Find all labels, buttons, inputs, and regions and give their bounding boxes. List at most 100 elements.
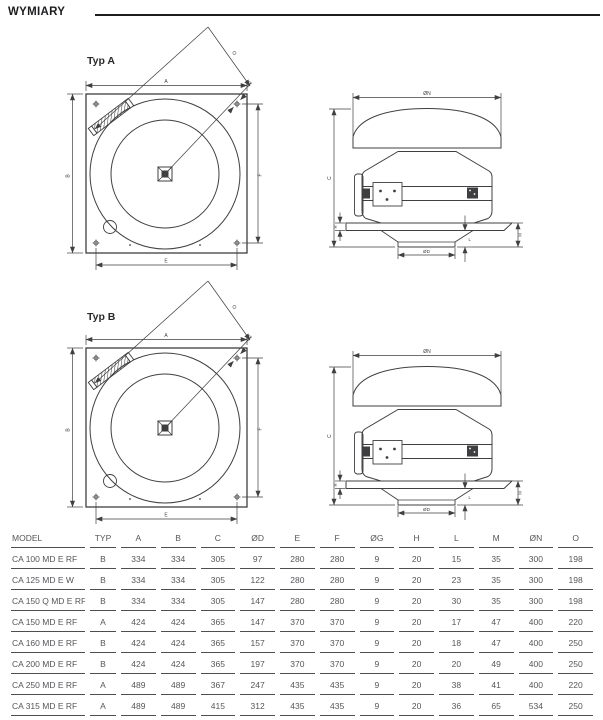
dimension-f: F — [242, 103, 264, 244]
value-cell: 370 — [280, 632, 315, 653]
value-cell: 9 — [359, 548, 395, 569]
value-cell: 489 — [160, 674, 196, 695]
column-header-6: E — [280, 531, 315, 548]
model-cell: CA 100 MD E RF — [11, 548, 85, 569]
value-cell: 280 — [280, 569, 315, 590]
dimension-a: A — [85, 333, 248, 345]
value-cell: 20 — [399, 590, 434, 611]
value-cell: 147 — [240, 611, 275, 632]
heading-rule — [95, 14, 600, 16]
dim-label-a: A — [164, 79, 168, 85]
base-plate-side — [345, 480, 514, 506]
dimension-e: E — [95, 248, 238, 270]
typ-a-top-view-drawing: A B E F O ØG — [66, 26, 264, 270]
value-cell: 370 — [319, 611, 355, 632]
value-cell: 35 — [478, 548, 514, 569]
fan-body — [354, 409, 493, 482]
dimension-n: ØN — [352, 91, 502, 136]
dim-label-f: F — [258, 427, 264, 430]
value-cell: 365 — [200, 653, 236, 674]
value-cell: 334 — [121, 548, 156, 569]
value-cell: 41 — [478, 674, 514, 695]
typ-a-side-view-drawing: ØN C ØD H L M — [327, 91, 523, 262]
value-cell: 36 — [439, 695, 474, 716]
value-cell: 489 — [160, 695, 196, 716]
value-cell: 435 — [280, 674, 315, 695]
value-cell: 20 — [399, 695, 434, 716]
dimension-diagonal-o: O — [94, 26, 251, 130]
rain-cowl — [352, 107, 502, 149]
model-cell: CA 160 MD E RF — [11, 632, 85, 653]
value-cell: 247 — [240, 674, 275, 695]
value-cell: 97 — [240, 548, 275, 569]
value-cell: 9 — [359, 653, 395, 674]
base-plate — [85, 93, 248, 254]
value-cell: 424 — [160, 653, 196, 674]
junction-box — [372, 440, 403, 465]
value-cell: 147 — [240, 590, 275, 611]
dim-label-d: ØD — [423, 249, 431, 254]
dim-label-a: A — [164, 333, 168, 339]
model-cell: CA 250 MD E RF — [11, 674, 85, 695]
value-cell: 65 — [478, 695, 514, 716]
column-header-1: TYP — [90, 531, 116, 548]
value-cell: 157 — [240, 632, 275, 653]
value-cell: 20 — [399, 674, 434, 695]
dim-label-l: L — [469, 495, 472, 500]
value-cell: 280 — [319, 569, 355, 590]
model-cell: CA 150 Q MD E RF — [11, 590, 85, 611]
value-cell: 220 — [558, 674, 593, 695]
value-cell: 424 — [121, 611, 156, 632]
column-header-4: C — [200, 531, 236, 548]
value-cell: 305 — [200, 548, 236, 569]
value-cell: 435 — [319, 695, 355, 716]
value-cell: 280 — [319, 590, 355, 611]
value-cell: A — [90, 674, 116, 695]
dimension-e: E — [95, 502, 238, 524]
dim-label-o-diagonal: O — [230, 304, 237, 311]
dim-label-e: E — [164, 259, 168, 265]
value-cell: 424 — [160, 632, 196, 653]
column-header-2: A — [121, 531, 156, 548]
dimension-m: M — [471, 480, 523, 506]
dimension-m: M — [471, 222, 523, 248]
dim-label-h: H — [333, 225, 338, 228]
value-cell: 334 — [160, 569, 196, 590]
value-cell: 197 — [240, 653, 275, 674]
column-header-13: O — [558, 531, 593, 548]
value-cell: 400 — [518, 611, 554, 632]
value-cell: 38 — [439, 674, 474, 695]
dimension-og: ØG — [164, 80, 253, 175]
dim-label-f: F — [258, 173, 264, 176]
value-cell: 23 — [439, 569, 474, 590]
value-cell: 49 — [478, 653, 514, 674]
value-cell: 400 — [518, 632, 554, 653]
mounting-holes — [92, 354, 241, 501]
model-cell: CA 315 MD E RF — [11, 695, 85, 716]
value-cell: B — [90, 653, 116, 674]
value-cell: 20 — [399, 611, 434, 632]
value-cell: 280 — [319, 548, 355, 569]
dim-label-b: B — [66, 428, 72, 432]
value-cell: 20 — [399, 548, 434, 569]
value-cell: 9 — [359, 590, 395, 611]
value-cell: 305 — [200, 590, 236, 611]
dim-label-m: M — [518, 491, 523, 495]
dim-label-og: ØG — [245, 80, 253, 88]
value-cell: 489 — [121, 695, 156, 716]
value-cell: 15 — [439, 548, 474, 569]
typ-b-top-view-drawing: A B E F O ØG — [66, 280, 264, 524]
model-cell: CA 200 MD E RF — [11, 653, 85, 674]
nameplate — [467, 187, 478, 199]
value-cell: 489 — [121, 674, 156, 695]
value-cell: 334 — [160, 548, 196, 569]
value-cell: 35 — [478, 590, 514, 611]
value-cell: 300 — [518, 569, 554, 590]
